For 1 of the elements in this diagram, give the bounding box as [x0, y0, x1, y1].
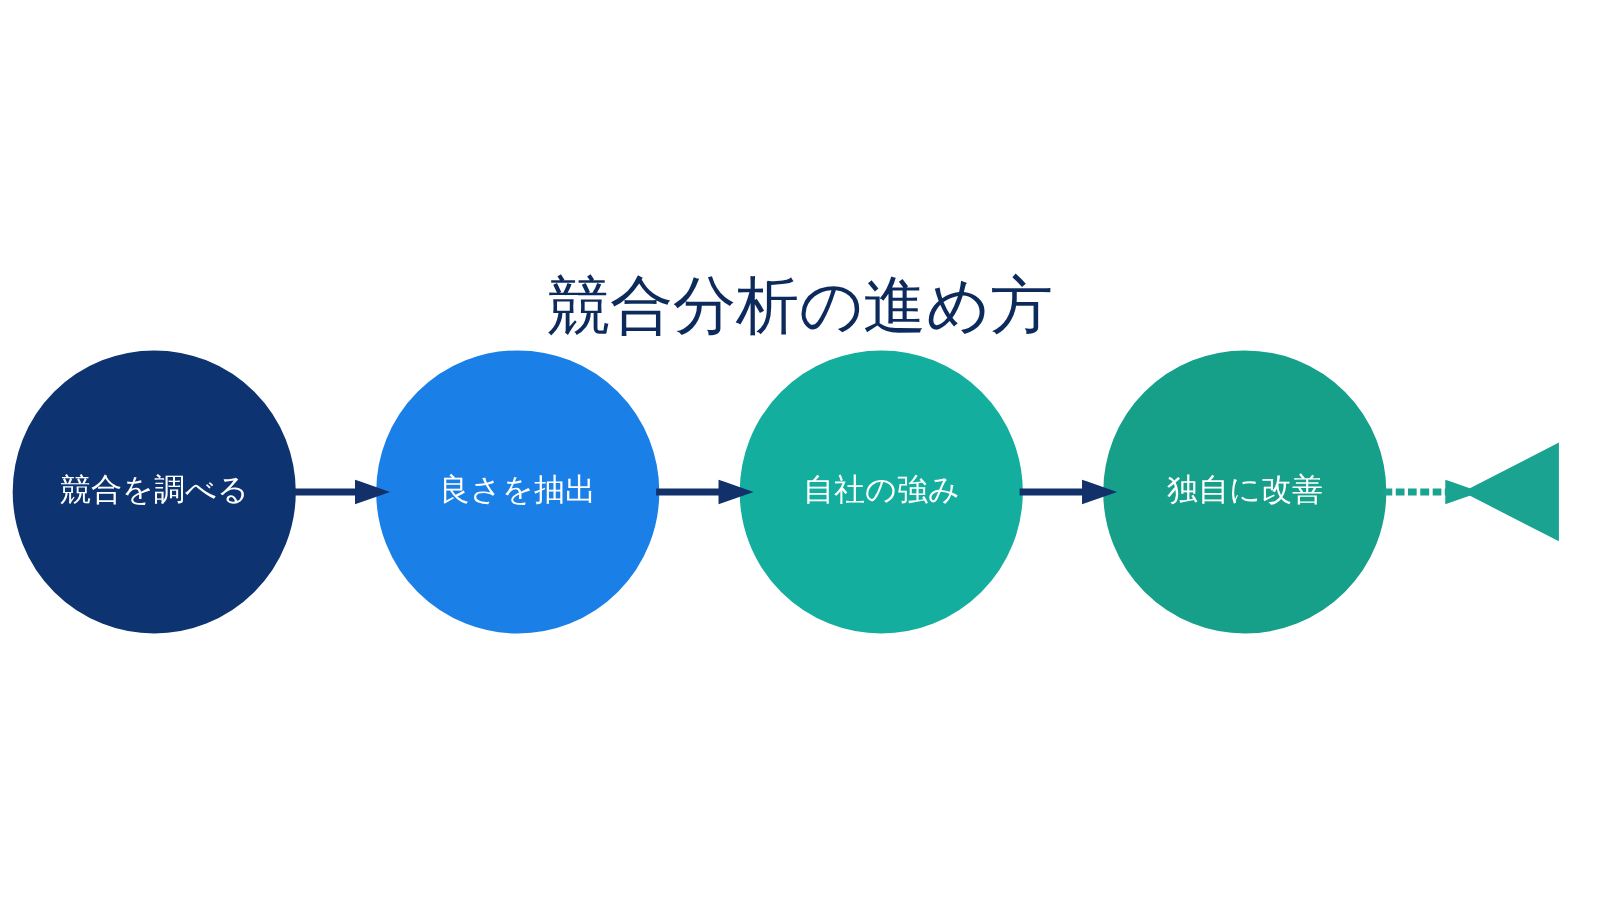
- diagram-title: 競合分析の進め方: [547, 269, 1053, 343]
